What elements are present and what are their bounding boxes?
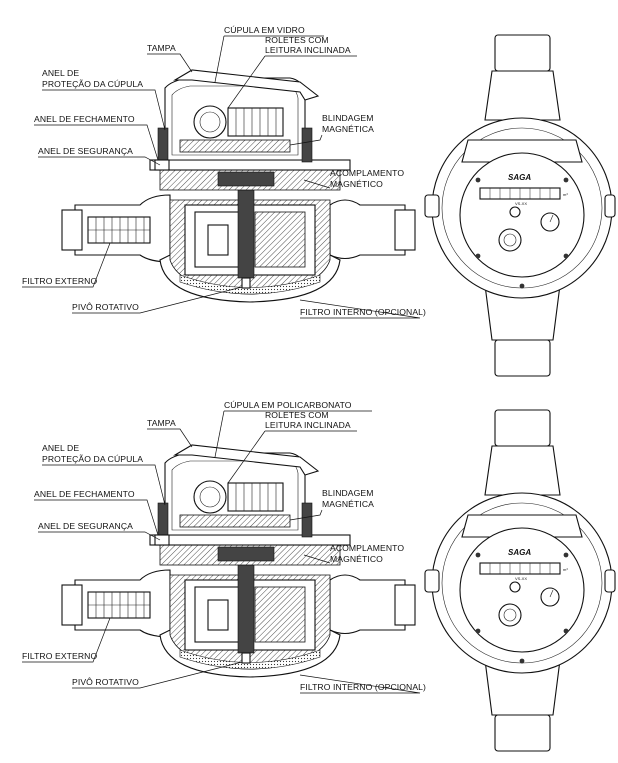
label-internal-filter-2: FILTRO INTERNO (OPCIONAL): [300, 682, 426, 692]
label-pivot-1: PIVÔ ROTATIVO: [72, 302, 139, 312]
label-shield-line2-2: MAGNÉTICA: [322, 499, 374, 509]
leader-lines-1: [22, 35, 421, 319]
model-label-1: VS-XX: [515, 201, 527, 206]
leader-lines-2: [22, 410, 421, 694]
label-dome-2: CÚPULA EM POLICARBONATO: [224, 400, 352, 410]
label-rollers-line2-2: LEITURA INCLINADA: [265, 420, 351, 430]
label-cover-1: TAMPA: [147, 43, 176, 53]
brand-logo-1: SAGA: [508, 173, 531, 182]
label-ring-line2-2: PROTEÇÃO DA CÚPULA: [42, 454, 143, 464]
label-rollers-line1-1: ROLETES COM: [265, 35, 329, 45]
label-coupling-line1-1: ACOMPLAMENTO: [330, 168, 404, 178]
label-rollers-line1-2: ROLETES COM: [265, 410, 329, 420]
label-closing-ring-2: ANEL DE FECHAMENTO: [34, 489, 135, 499]
diagram-1: SAGA VS-XX m³ CÚPULA EM VIDRO TAMPA ROLE…: [22, 25, 616, 377]
label-safety-ring-2: ANEL DE SEGURANÇA: [38, 521, 133, 531]
label-shield-line1-2: BLINDAGEM: [322, 488, 374, 498]
unit-label-2: m³: [563, 567, 568, 572]
label-pivot-2: PIVÔ ROTATIVO: [72, 677, 139, 687]
label-coupling-line1-2: ACOMPLAMENTO: [330, 543, 404, 553]
label-external-filter-1: FILTRO EXTERNO: [22, 276, 97, 286]
label-dome-1: CÚPULA EM VIDRO: [224, 25, 305, 35]
label-shield-line1-1: BLINDAGEM: [322, 113, 374, 123]
brand-logo-2: SAGA: [508, 548, 531, 557]
model-label-2: VS-XX: [515, 576, 527, 581]
label-safety-ring-1: ANEL DE SEGURANÇA: [38, 146, 133, 156]
diagram-2: SAGA VS-XX m³ CÚPULA EM POLICARBONATO TA…: [22, 400, 616, 752]
callout-labels-1: CÚPULA EM VIDRO TAMPA ROLETES COM LEITUR…: [22, 25, 426, 317]
label-cover-2: TAMPA: [147, 418, 176, 428]
label-ring-line1-2: ANEL DE: [42, 443, 79, 453]
label-closing-ring-1: ANEL DE FECHAMENTO: [34, 114, 135, 124]
label-shield-line2-1: MAGNÉTICA: [322, 124, 374, 134]
label-internal-filter-1: FILTRO INTERNO (OPCIONAL): [300, 307, 426, 317]
callout-labels-2: CÚPULA EM POLICARBONATO TAMPA ROLETES CO…: [22, 400, 426, 692]
label-ring-line2-1: PROTEÇÃO DA CÚPULA: [42, 79, 143, 89]
unit-label-1: m³: [563, 192, 568, 197]
label-ring-line1-1: ANEL DE: [42, 68, 79, 78]
label-coupling-line2-1: MAGNÉTICO: [330, 179, 383, 189]
label-rollers-line2-1: LEITURA INCLINADA: [265, 45, 351, 55]
label-coupling-line2-2: MAGNÉTICO: [330, 554, 383, 564]
label-external-filter-2: FILTRO EXTERNO: [22, 651, 97, 661]
